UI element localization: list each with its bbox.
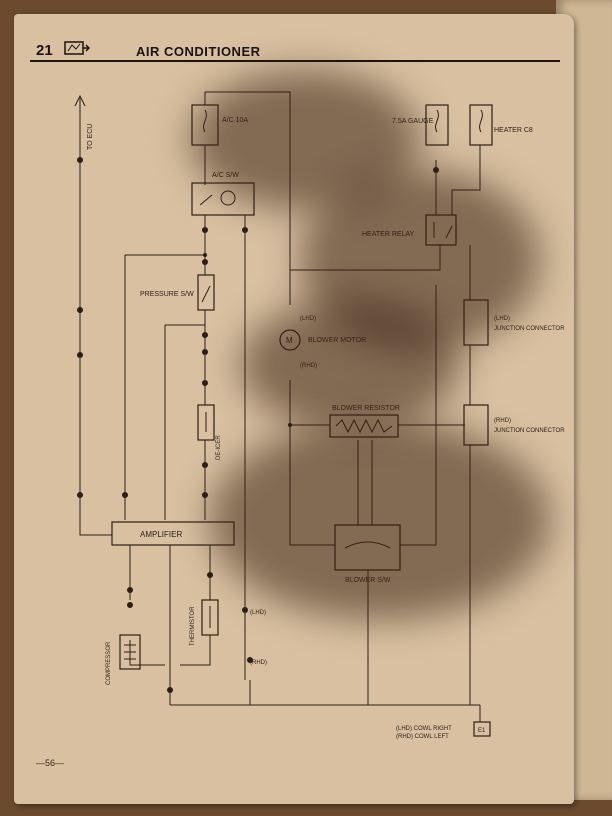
connector-dot — [77, 307, 83, 313]
connector-dot — [77, 352, 83, 358]
ac-switch-label: A/C S/W — [212, 172, 239, 179]
junction-connector-lower-label: JUNCTION CONNECTOR — [494, 428, 565, 434]
wire — [400, 285, 437, 546]
resistor-icon — [335, 418, 393, 434]
fuse-element-icon — [435, 109, 439, 133]
relay-coil-icon — [433, 222, 453, 239]
thermistor-label: THERMISTOR — [190, 606, 196, 646]
ground-badge: E1 — [478, 728, 486, 734]
connector-dot — [77, 492, 83, 498]
deicer-label: DE-ICER — [216, 435, 222, 460]
connector-dot — [202, 332, 208, 338]
compressor-label: COMPRESSOR — [106, 641, 112, 685]
lhd-marker: (LHD) — [300, 316, 316, 322]
amplifier-label: AMPLIFIER — [140, 530, 182, 539]
junction-connector-upper-label: JUNCTION CONNECTOR — [494, 326, 565, 332]
blower-motor-label: BLOWER MOTOR — [308, 337, 366, 344]
blower-resistor-label: BLOWER RESISTOR — [332, 405, 400, 412]
gauge-fuse — [425, 104, 449, 146]
connector-dot — [202, 380, 208, 386]
motor-m-icon: M — [286, 336, 293, 345]
to-ecu-label: TO ECU — [87, 124, 94, 150]
ac-switch — [191, 182, 255, 216]
heater-fuse-label: HEATER C8 — [494, 127, 533, 134]
connector-dot — [77, 157, 83, 163]
ground-rhd-label: (RHD) COWL LEFT — [396, 734, 449, 740]
junction-dot — [288, 423, 292, 427]
blower-switch-label: BLOWER S/W — [345, 577, 391, 584]
wire — [290, 245, 441, 271]
gauge-fuse-label: 7.5A GAUGE — [392, 118, 434, 125]
pressure-switch — [197, 274, 215, 311]
wire — [180, 635, 211, 666]
blower-switch — [334, 524, 401, 571]
heater-relay-label: HEATER RELAY — [362, 231, 415, 238]
connector-dot — [242, 607, 248, 613]
switch-contact-icon — [199, 194, 213, 206]
section-title: AIR CONDITIONER — [136, 44, 261, 59]
ground-terminal — [473, 721, 491, 737]
vehicle-diagram-icon — [64, 41, 90, 55]
connector-dot — [122, 492, 128, 498]
connector-dot — [242, 227, 248, 233]
switch-contact-icon — [201, 285, 211, 303]
connector-dot — [202, 492, 208, 498]
lhd-marker: (LHD) — [250, 610, 266, 616]
heater-fuse — [469, 104, 493, 146]
rhd-marker: (RHD) — [250, 660, 267, 666]
header-rule — [30, 60, 560, 62]
clutch-coil-icon — [124, 644, 136, 660]
compressor — [119, 634, 141, 670]
wire — [129, 640, 165, 666]
connector-dot — [202, 462, 208, 468]
page-header: 21 AIR CONDITIONER — [30, 36, 560, 66]
connector-dot — [127, 587, 133, 593]
pressure-switch-label: PRESSURE S/W — [140, 291, 194, 298]
wire — [79, 520, 112, 536]
page-footer: —56— — [36, 758, 65, 768]
wire — [289, 380, 335, 546]
ground-lhd-label: (LHD) COWL RIGHT — [396, 726, 452, 732]
blower-resistor — [329, 414, 399, 438]
switch-lamp-icon — [220, 190, 236, 206]
connector-dot — [202, 349, 208, 355]
junction-connector-upper-lhd: (LHD) — [494, 316, 510, 322]
connector-dot — [202, 227, 208, 233]
connector-dot — [247, 657, 253, 663]
fuse-element-icon — [479, 109, 483, 133]
heater-relay — [425, 214, 457, 246]
junction-connector-upper — [463, 299, 489, 346]
connector-dot — [202, 259, 208, 265]
connector-dot — [167, 687, 173, 693]
connector-dot — [207, 572, 213, 578]
fuse-element-icon — [203, 109, 207, 133]
arrow-up-icon — [74, 94, 86, 130]
junction-dot — [203, 253, 207, 257]
rotary-switch-icon — [344, 541, 391, 549]
rhd-marker: (RHD) — [300, 363, 317, 369]
connector-dot — [127, 602, 133, 608]
connector-dot — [433, 167, 439, 173]
junction-connector-lower — [463, 404, 489, 446]
page-number: 21 — [36, 42, 53, 59]
junction-connector-lower-rhd: (RHD) — [494, 418, 511, 424]
ac-fuse-label: A/C 10A — [222, 117, 248, 124]
wire — [451, 145, 481, 215]
